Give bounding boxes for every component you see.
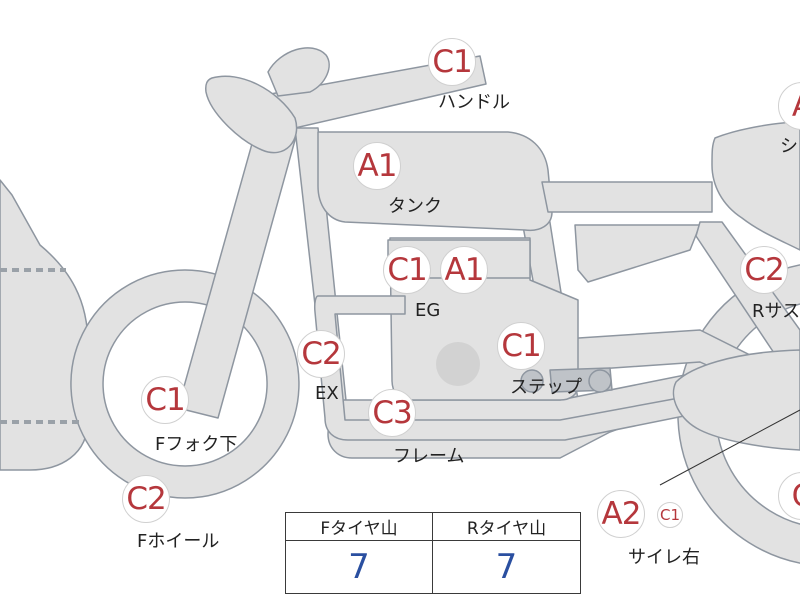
exhaust-grade: C2 (297, 330, 345, 378)
tank-label: タンク (388, 196, 442, 217)
f-wheel-grade: C2 (122, 475, 170, 523)
step-label: ステップ (510, 377, 582, 398)
engine-cover-shape (436, 342, 480, 386)
frame-label: フレーム (393, 446, 465, 467)
r-suspension-grade: C2 (740, 246, 788, 294)
footpeg-left-shape (520, 369, 544, 393)
headlight-shape (205, 75, 298, 154)
engine-grade-1: C1 (383, 246, 431, 294)
silencer-right-grade: A2 (597, 490, 645, 538)
exhaust-pipe-shape (314, 295, 695, 441)
headlight-cap-shape (267, 47, 330, 97)
silencer-leader-line (659, 409, 800, 486)
tire-tread-table: Fタイヤ山 Rタイヤ山 7 7 (285, 512, 581, 594)
frame-grade: C3 (368, 389, 416, 437)
silencer-right-label: サイレ右 (628, 547, 700, 568)
r-suspension-label: Rサス (752, 301, 800, 322)
r-tire-tread-header: Rタイヤ山 (433, 513, 580, 541)
f-tire-tread-value: 7 (286, 541, 433, 593)
rear-frame-shape (574, 224, 701, 283)
rear-suspension-shape (695, 221, 800, 363)
f-wheel-label: Fホイール (137, 531, 220, 552)
tank-grade: A1 (353, 142, 401, 190)
front-wheel-shape (70, 269, 300, 499)
exhaust-label: EX (315, 383, 339, 404)
silencer-shape (672, 349, 800, 451)
front-fender-shape (0, 179, 89, 471)
f-fork-lower-grade: C1 (141, 376, 189, 424)
silencer-right-sub-grade: C1 (657, 502, 683, 528)
engine-label: EG (415, 300, 441, 321)
f-fork-lower-label: Fフォク下 (155, 434, 238, 455)
f-tire-tread-header: Fタイヤ山 (286, 513, 433, 541)
handle-grade: C1 (428, 38, 476, 86)
step-grade: C1 (497, 322, 545, 370)
seat-label: シ (780, 136, 798, 157)
seat-shape (711, 121, 800, 251)
handle-label: ハンドル (438, 92, 510, 113)
engine-grade-2: A1 (440, 246, 488, 294)
footpeg-right-shape (588, 369, 612, 393)
r-tire-tread-value: 7 (495, 547, 518, 587)
side-panel-shape (541, 181, 713, 213)
